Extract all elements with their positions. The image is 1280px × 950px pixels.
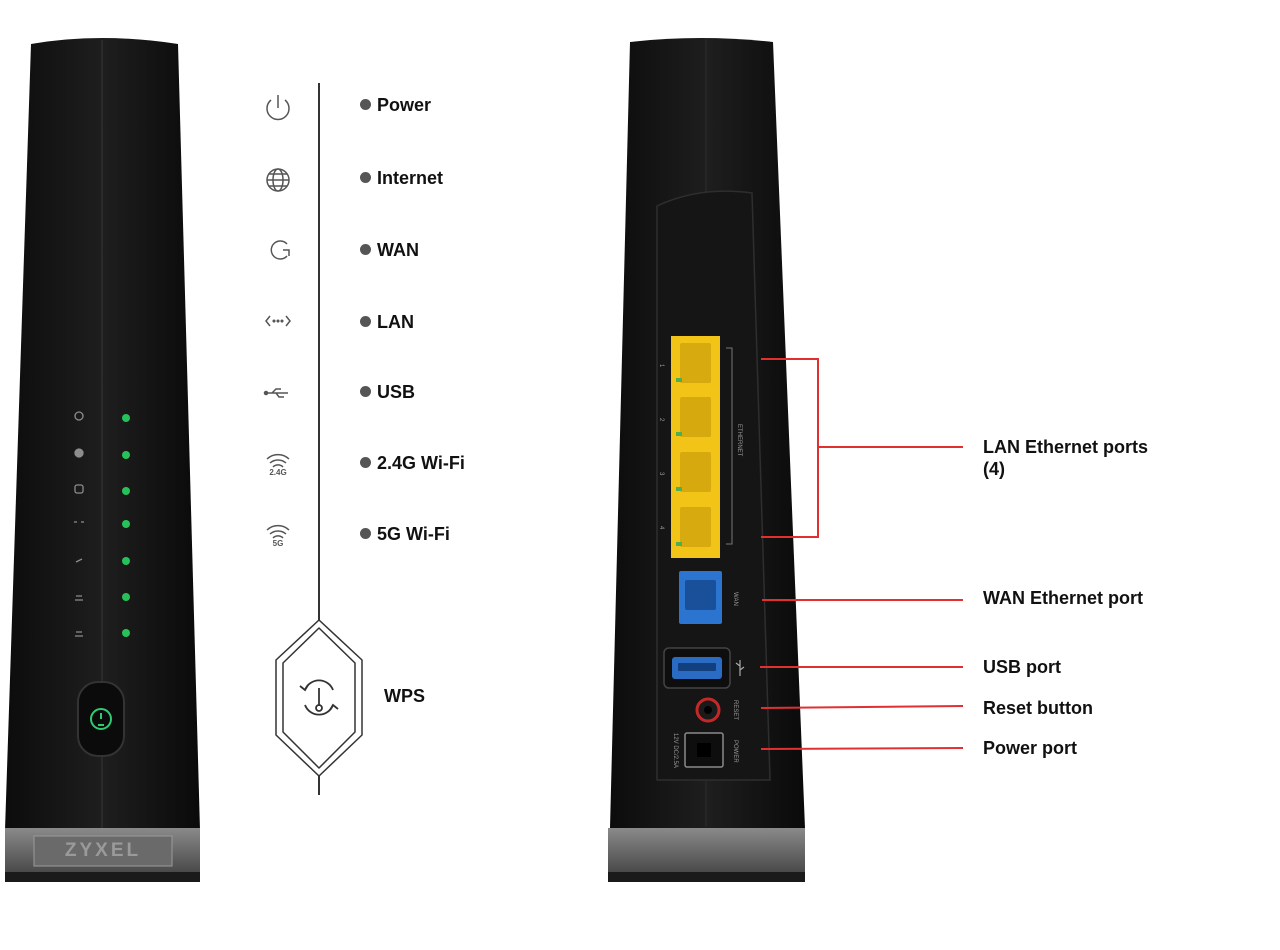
front-wan-icon xyxy=(74,484,84,494)
front-usb-icon xyxy=(75,558,83,563)
legend-item-internet: Internet xyxy=(360,168,443,189)
wan-ethernet-port[interactable] xyxy=(679,571,722,624)
legend-dot xyxy=(360,172,371,183)
front-wifi-5g-icon xyxy=(75,631,83,637)
lan-port-1-led xyxy=(676,378,682,382)
callout-lan-ethernet-ports: LAN Ethernet ports (4) xyxy=(983,436,1148,480)
lan-port-number-2: 2 xyxy=(658,418,664,422)
lan-port-1[interactable] xyxy=(680,343,711,383)
brand-logo: ZYXEL xyxy=(64,840,142,861)
ethernet-text: ETHERNET xyxy=(736,424,742,457)
legend-item-wifi-5g: 5G Wi-Fi xyxy=(360,524,450,545)
callout-lan-label: LAN Ethernet ports xyxy=(983,437,1149,457)
legend-item-usb: USB xyxy=(360,382,415,403)
lan-port-number-4: 4 xyxy=(658,526,664,530)
legend-label-usb: USB xyxy=(377,382,416,402)
legend-item-power: Power xyxy=(360,95,431,116)
led-power xyxy=(122,414,130,422)
wan-port-text: WAN xyxy=(732,592,738,606)
wifi-5g-icon-text: 5G xyxy=(273,539,284,548)
wps-legend-capsule xyxy=(275,619,363,777)
callout-reset-button: Reset button xyxy=(983,698,1093,718)
led-legend: 2.4G 5G xyxy=(263,83,363,795)
callout-lines xyxy=(760,358,964,750)
led-wifi-2g xyxy=(122,593,130,601)
front-power-icon xyxy=(74,411,84,421)
front-wifi-2g-icon xyxy=(75,595,83,601)
lan-port-3-led xyxy=(676,487,682,491)
callout-line-reset xyxy=(760,705,964,709)
power-icon xyxy=(266,95,290,121)
globe-icon xyxy=(266,168,290,192)
lan-port-4-led xyxy=(676,542,682,546)
legend-dot xyxy=(360,528,371,539)
callout-lan-count: (4) xyxy=(983,459,1005,479)
reset-text: RESET xyxy=(732,700,738,721)
reset-button[interactable] xyxy=(695,697,721,723)
rear-base xyxy=(608,828,805,872)
wps-icon xyxy=(299,679,339,716)
led-wan xyxy=(122,487,130,495)
callout-power-port: Power port xyxy=(983,738,1078,758)
front-leds xyxy=(122,414,130,637)
ethernet-bracket xyxy=(726,347,733,545)
power-port[interactable] xyxy=(684,732,724,768)
front-led-icons xyxy=(74,411,84,637)
lan-port-number-1: 1 xyxy=(658,364,664,368)
wifi-2g-icon-text: 2.4G xyxy=(269,468,286,477)
lan-ethernet-ports xyxy=(671,336,733,558)
router-rear-view xyxy=(608,38,805,882)
lan-icon xyxy=(265,315,291,327)
lan-port-4[interactable] xyxy=(680,507,711,547)
led-lan xyxy=(122,520,130,528)
wan-icon xyxy=(270,240,290,260)
rear-usb-icon xyxy=(735,660,745,676)
rear-foot xyxy=(608,872,805,882)
callout-line-power xyxy=(760,747,964,750)
legend-dot xyxy=(360,316,371,327)
wifi-5g-icon xyxy=(266,524,290,539)
lan-port-3[interactable] xyxy=(680,452,711,492)
legend-dot xyxy=(360,244,371,255)
legend-item-wan: WAN xyxy=(360,240,419,261)
front-internet-icon xyxy=(74,448,84,458)
legend-label-wan: WAN xyxy=(377,240,419,260)
router-front-view xyxy=(5,38,200,882)
legend-label-wifi-2g: 2.4G Wi-Fi xyxy=(377,453,465,473)
legend-dot xyxy=(360,99,371,110)
brand-plate xyxy=(33,835,173,867)
usb-icon xyxy=(263,388,288,398)
legend-item-wifi-2g: 2.4G Wi-Fi xyxy=(360,453,465,474)
front-foot xyxy=(5,872,200,882)
front-wps-button[interactable] xyxy=(77,681,125,757)
usb-port[interactable] xyxy=(663,647,731,689)
legend-label-lan: LAN xyxy=(377,312,414,332)
led-usb xyxy=(122,557,130,565)
legend-label-power: Power xyxy=(377,95,432,115)
power-text: POWER xyxy=(732,740,738,763)
wifi-2g-icon xyxy=(266,453,290,468)
led-internet xyxy=(122,451,130,459)
lan-port-2[interactable] xyxy=(680,397,711,437)
legend-label-wps: WPS xyxy=(384,686,426,706)
lan-port-number-3: 3 xyxy=(658,472,664,476)
led-wifi-5g xyxy=(122,629,130,637)
lan-port-2-led xyxy=(676,432,682,436)
callout-wan-ethernet-port: WAN Ethernet port xyxy=(983,588,1143,608)
power-rating-text: 12V DC/2.5A xyxy=(672,733,678,769)
legend-dot xyxy=(360,457,371,468)
legend-dot xyxy=(360,386,371,397)
callout-usb-port: USB port xyxy=(983,657,1061,677)
legend-item-lan: LAN xyxy=(360,312,414,333)
legend-label-internet: Internet xyxy=(377,168,444,188)
legend-label-wifi-5g: 5G Wi-Fi xyxy=(377,524,450,544)
